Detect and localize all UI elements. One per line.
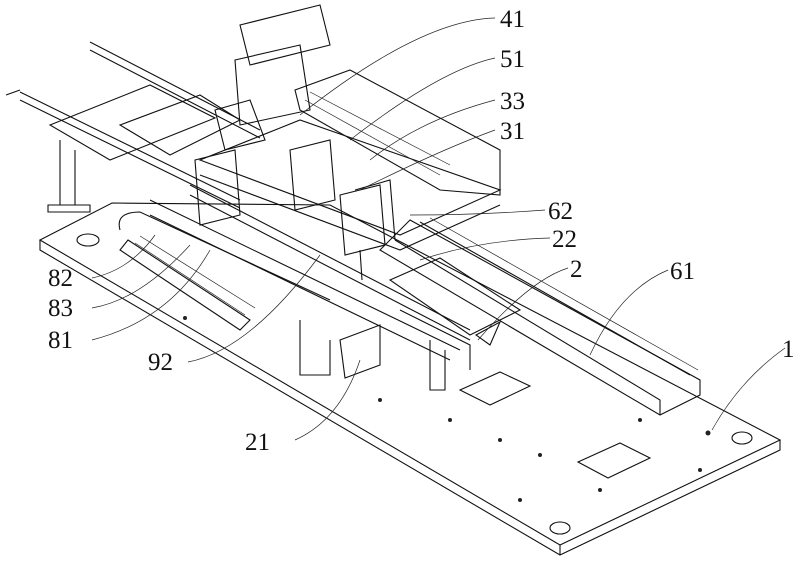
label-31: 31 [500,118,525,145]
label-22: 22 [552,226,577,253]
base-plate [38,202,782,556]
label-51: 51 [500,46,525,73]
mounting-holes [183,316,711,502]
label-41: 41 [500,6,525,33]
label-21: 21 [245,429,270,456]
label-33: 33 [500,88,525,115]
rear-rails [5,41,261,213]
label-83: 83 [48,295,73,322]
cable-chain-left [118,211,331,331]
label-2: 2 [570,256,583,283]
label-82: 82 [48,265,73,292]
label-61: 61 [670,258,695,285]
label-1: 1 [782,336,795,363]
linear-module-61 [379,217,701,416]
cable-chain-top [234,4,501,196]
label-62: 62 [548,198,573,225]
leader-lines [91,17,786,441]
label-81: 81 [48,327,73,354]
gantry [194,99,502,281]
label-92: 92 [148,349,173,376]
lower-fixture [339,257,522,379]
